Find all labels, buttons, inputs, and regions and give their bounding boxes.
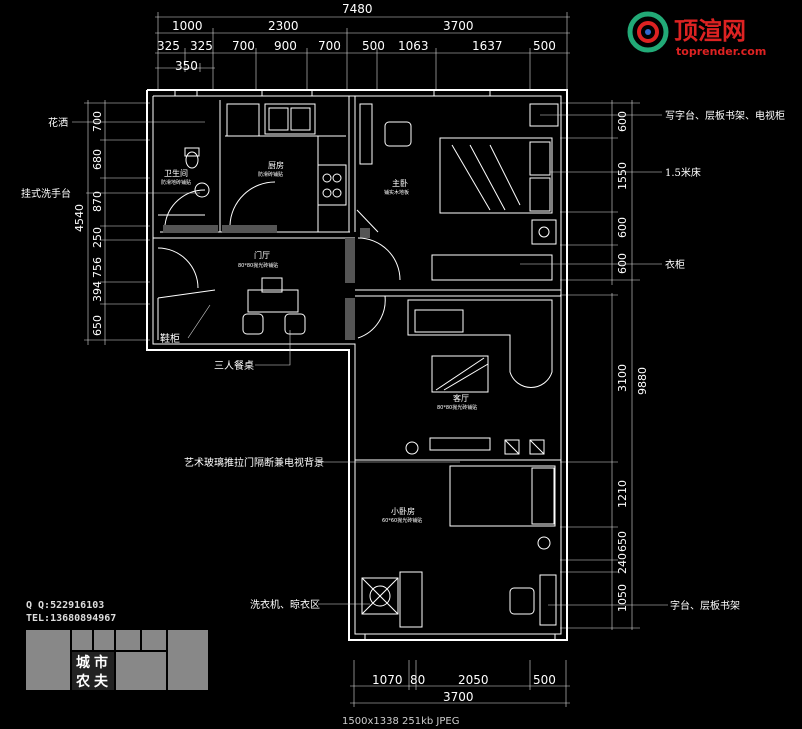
dim-left-1: 680 bbox=[91, 149, 104, 170]
dim-top-r2-8: 500 bbox=[533, 39, 556, 53]
dim-top-r2-2: 700 bbox=[232, 39, 255, 53]
room-kitchen: 厨房 bbox=[268, 160, 284, 170]
top-dimension-lines bbox=[155, 12, 570, 90]
dim-top-3: 3700 bbox=[443, 19, 474, 33]
dim-top-r2-5: 500 bbox=[362, 39, 385, 53]
callout-leaders bbox=[72, 114, 668, 606]
dim-top-total: 7480 bbox=[342, 2, 373, 16]
room-living-sub: 80*80抛光砖铺贴 bbox=[437, 404, 477, 411]
dim-top-r2-4: 700 bbox=[318, 39, 341, 53]
dim-left-6: 650 bbox=[91, 315, 104, 336]
callout-dining: 三人餐桌 bbox=[214, 359, 254, 372]
room-master-sub: 铺实木地板 bbox=[384, 189, 409, 196]
dim-left-3: 250 bbox=[91, 227, 104, 248]
dim-bottom-total: 3700 bbox=[443, 690, 474, 704]
dim-right-5: 1210 bbox=[616, 480, 629, 508]
callout-desk-shelf: 字台、层板书架 bbox=[670, 599, 740, 612]
callout-bed: 1.5米床 bbox=[665, 166, 701, 179]
brand-name: 顶渲网 bbox=[674, 17, 746, 45]
callout-shower: 花洒 bbox=[48, 116, 68, 129]
contact-qq: Q Q:522916103 bbox=[26, 600, 104, 611]
dim-left-5: 394 bbox=[91, 281, 104, 302]
callout-wardrobe: 衣柜 bbox=[665, 258, 685, 271]
room-small-bedroom: 小卧房 bbox=[391, 506, 415, 516]
dim-top-r3: 350 bbox=[175, 59, 198, 73]
dim-top-r2-6: 1063 bbox=[398, 39, 429, 53]
dim-bottom-3: 500 bbox=[533, 673, 556, 687]
dim-top-r2-0: 325 bbox=[157, 39, 180, 53]
callout-basin: 挂式洗手台 bbox=[21, 187, 71, 200]
right-dimension-lines bbox=[560, 100, 640, 630]
dim-top-r2-3: 900 bbox=[274, 39, 297, 53]
contact-tel: TEL:13680894967 bbox=[26, 613, 116, 624]
dim-right-0: 600 bbox=[616, 111, 629, 132]
city-farmer-logo bbox=[26, 630, 208, 690]
left-dimension-lines bbox=[84, 100, 150, 345]
dim-right-3: 600 bbox=[616, 253, 629, 274]
dim-top-1: 1000 bbox=[172, 19, 203, 33]
dim-bottom-2: 2050 bbox=[458, 673, 489, 687]
fixtures bbox=[157, 103, 559, 628]
room-small-sub: 60*60抛光砖铺贴 bbox=[382, 517, 422, 524]
dim-right-8: 1050 bbox=[616, 584, 629, 612]
brand-url: toprender.com bbox=[676, 45, 766, 58]
dim-bottom-0: 1070 bbox=[372, 673, 403, 687]
windows bbox=[174, 89, 556, 641]
dim-right-1: 1550 bbox=[616, 162, 629, 190]
callout-laundry: 洗衣机、晾衣区 bbox=[250, 598, 320, 611]
room-bathroom-sub: 防滑地砖铺贴 bbox=[161, 179, 191, 186]
brand-swirl-icon bbox=[627, 11, 669, 53]
dim-bottom-1: 80 bbox=[410, 673, 425, 687]
brand-logo: 顶渲网 toprender.com bbox=[627, 11, 766, 58]
room-master-bedroom: 主卧 bbox=[392, 178, 408, 188]
dim-right-2: 600 bbox=[616, 217, 629, 238]
logo-char-3: 夫 bbox=[94, 673, 109, 690]
dim-left-4: 756 bbox=[91, 257, 104, 278]
callout-shoe-cabinet: 鞋柜 bbox=[160, 332, 180, 345]
callout-glass-door: 艺术玻璃推拉门隔断兼电视背景 bbox=[184, 456, 324, 469]
dim-right-total: 9880 bbox=[636, 367, 649, 395]
dim-right-6: 650 bbox=[616, 531, 629, 552]
room-bathroom: 卫生间 bbox=[164, 168, 188, 178]
hatched-walls bbox=[163, 225, 370, 340]
room-foyer: 门厅 bbox=[254, 250, 270, 260]
dim-top-2: 2300 bbox=[268, 19, 299, 33]
callout-desk-tv: 写字台、层板书架、电视柜 bbox=[665, 109, 785, 122]
dim-right-4: 3100 bbox=[616, 364, 629, 392]
bottom-dimension-lines bbox=[350, 660, 570, 707]
dim-left-2: 870 bbox=[91, 191, 104, 212]
dim-left-total: 4540 bbox=[73, 204, 86, 232]
room-foyer-sub: 80*80抛光砖铺贴 bbox=[238, 262, 278, 269]
logo-char-0: 城 bbox=[76, 654, 90, 671]
dim-top-r2-1: 325 bbox=[190, 39, 213, 53]
logo-char-2: 农 bbox=[75, 673, 91, 690]
dim-right-7: 240 bbox=[616, 553, 629, 574]
image-info-caption: 1500x1338 251kb JPEG bbox=[342, 716, 459, 727]
dim-left-0: 700 bbox=[91, 111, 104, 132]
room-living: 客厅 bbox=[453, 393, 469, 403]
dim-top-r2-7: 1637 bbox=[472, 39, 503, 53]
room-kitchen-sub: 防滑砖铺贴 bbox=[258, 171, 283, 178]
logo-char-1: 市 bbox=[94, 654, 108, 671]
